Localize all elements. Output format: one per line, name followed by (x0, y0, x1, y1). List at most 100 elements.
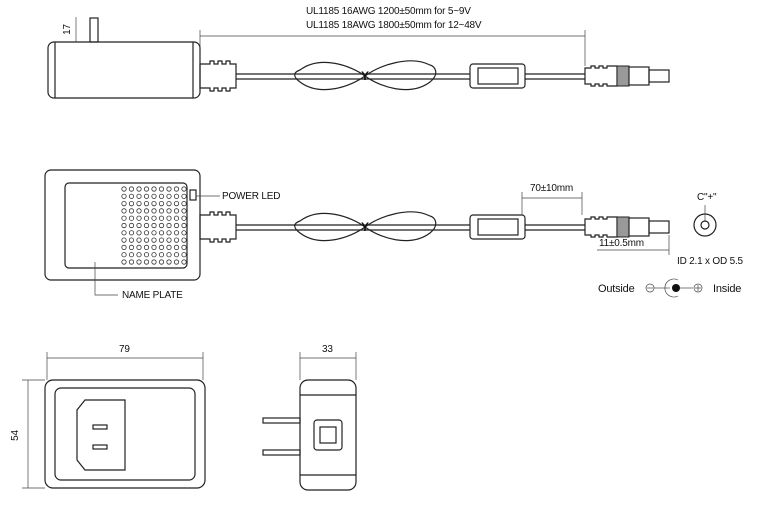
vent-dot (128, 252, 135, 258)
vent-dot (128, 186, 135, 192)
polarity-center-label: C"+" (697, 192, 717, 203)
side-view (262, 352, 357, 491)
front-view (22, 352, 206, 489)
width-dimension: 79 (119, 344, 130, 355)
vent-dot (151, 222, 157, 229)
prong-height-dimension: 17 (61, 24, 73, 35)
vent-dot (136, 222, 142, 229)
vent-dot (181, 259, 187, 265)
polarity-symbol (645, 278, 703, 298)
vent-dot (158, 244, 165, 250)
vent-dot (143, 237, 150, 243)
depth-dimension: 33 (322, 344, 333, 355)
height-dimension: 54 (9, 430, 21, 441)
vent-dot (136, 193, 142, 199)
vent-dot (181, 201, 187, 207)
vent-dot (158, 222, 165, 229)
vent-dot (143, 222, 150, 229)
vent-dot (158, 208, 165, 214)
vent-dot (143, 201, 150, 207)
vent-dot (128, 244, 135, 250)
vent-dot (121, 259, 127, 265)
vent-dot (166, 193, 172, 199)
vent-dot (173, 193, 180, 199)
vent-dot (173, 252, 180, 258)
vent-dot (143, 244, 150, 250)
vent-dot (181, 193, 187, 199)
plug-size-label: ID 2.1 x OD 5.5 (677, 256, 743, 267)
vent-dot (136, 259, 142, 265)
vent-dot (143, 186, 150, 192)
vent-dot (166, 230, 172, 236)
vent-dot (151, 201, 157, 207)
vent-dot (128, 201, 135, 207)
vent-dot (158, 237, 165, 243)
vent-dot (181, 215, 187, 221)
vent-dot (128, 259, 135, 265)
vent-dot (143, 230, 150, 236)
vent-dot (166, 215, 172, 221)
vent-dot (121, 230, 127, 236)
vent-dot (136, 244, 142, 250)
vent-dot (151, 252, 157, 258)
vent-dot (151, 230, 157, 236)
vent-dot (166, 208, 172, 214)
plug-length-dimension: 11±0.5mm (599, 238, 644, 249)
vent-dot (121, 244, 127, 250)
vent-dot (173, 237, 180, 243)
vent-dot (128, 222, 135, 229)
vent-dot (136, 186, 142, 192)
svg-text:Y: Y (361, 69, 369, 83)
vent-dot (158, 230, 165, 236)
vent-dot (173, 208, 180, 214)
vent-dot (143, 208, 150, 214)
vent-dot (158, 252, 165, 258)
vent-dot (143, 215, 150, 221)
vent-dot (121, 222, 127, 229)
vent-dot (136, 201, 142, 207)
cable-spec-line1: UL1185 16AWG 1200±50mm for 5~9V (306, 6, 471, 17)
vent-dot (128, 230, 135, 236)
vent-dot (151, 215, 157, 221)
vent-dot (166, 201, 172, 207)
vent-dot (166, 186, 172, 192)
vent-dot (151, 186, 157, 192)
vent-dot (173, 201, 180, 207)
inside-label: Inside (713, 283, 742, 295)
vent-dot (136, 237, 142, 243)
vent-dot (181, 244, 187, 250)
vent-dot (181, 222, 187, 229)
vent-dot (166, 222, 172, 229)
vent-dot (121, 252, 127, 258)
vent-dot (166, 252, 172, 258)
vent-dot (181, 237, 187, 243)
vent-dot (151, 208, 157, 214)
vent-dot (173, 222, 180, 229)
vent-dot (173, 186, 180, 192)
vent-dot (158, 215, 165, 221)
vent-dot (121, 215, 127, 221)
vent-dot (143, 252, 150, 258)
vent-dot (121, 208, 127, 214)
vent-dot (166, 244, 172, 250)
vent-dot (121, 237, 127, 243)
vent-dot (136, 208, 142, 214)
outside-label: Outside (598, 283, 635, 295)
vent-dot (121, 186, 127, 192)
svg-text:Y: Y (361, 220, 369, 234)
vent-dot (136, 215, 142, 221)
vent-dot (128, 237, 135, 243)
vent-dot (158, 201, 165, 207)
vent-dot (128, 215, 135, 221)
vent-dot (121, 201, 127, 207)
vent-dot (151, 244, 157, 250)
power-led-label: POWER LED (222, 191, 281, 202)
vent-dot (181, 230, 187, 236)
vent-dot (181, 208, 187, 214)
vent-dot (143, 259, 150, 265)
vent-dot (136, 230, 142, 236)
vent-dot (151, 193, 157, 199)
vent-dot (166, 259, 172, 265)
vent-dot (173, 244, 180, 250)
vent-dot (158, 193, 165, 199)
